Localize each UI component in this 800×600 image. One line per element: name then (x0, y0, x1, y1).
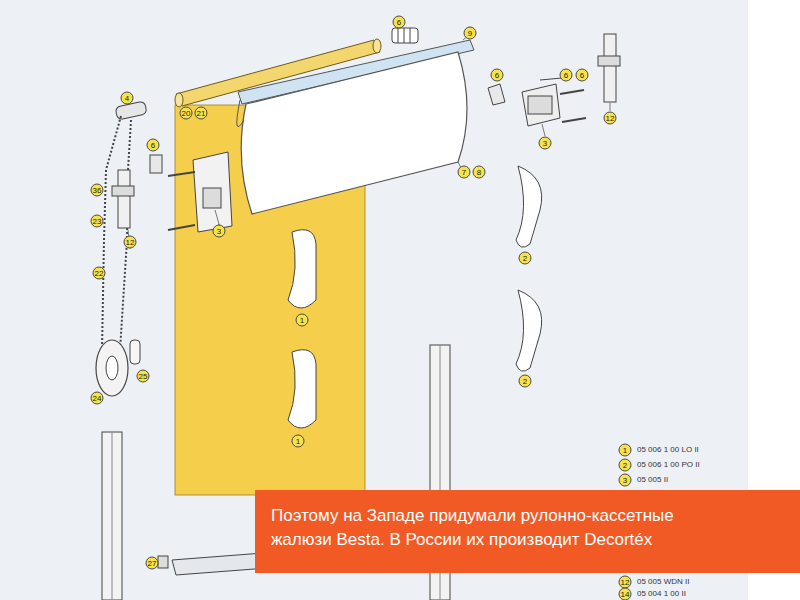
callout-number: 12 (124, 236, 137, 249)
callout-number: 23 (91, 215, 104, 228)
callout-number: 1 (296, 314, 309, 327)
callout-number: 2 (519, 375, 532, 388)
part-code: 05 005 II (637, 475, 668, 485)
callout-number: 3 (213, 225, 226, 238)
callout-number: 1 (619, 444, 632, 457)
part-code: 05 005 WDN II (637, 577, 689, 587)
part-code: 05 004 1 00 II (637, 589, 686, 599)
callout-number: 21 (195, 107, 208, 120)
callout-number: 4 (121, 92, 134, 105)
callout-number: 3 (539, 137, 552, 150)
callout-number: 2 (519, 252, 532, 265)
callout-number: 9 (464, 27, 477, 40)
callout-number: 6 (147, 139, 160, 152)
callout-number: 6 (576, 69, 589, 82)
banner-text: Поэтому на Западе придумали рулонно-касс… (271, 504, 731, 552)
callout-number: 20 (180, 107, 193, 120)
callout-number: 8 (473, 166, 486, 179)
callout-number: 6 (560, 69, 573, 82)
callout-number: 3 (619, 474, 632, 487)
callout-number: 6 (491, 69, 504, 82)
callout-number: 6 (393, 16, 406, 29)
part-code: 05 006 1 00 PO II (637, 460, 700, 470)
callout-number: 27 (146, 557, 159, 570)
callout-number: 7 (458, 166, 471, 179)
callout-number: 25 (137, 370, 150, 383)
callout-number: 1 (292, 435, 305, 448)
callout-number: 14 (619, 588, 632, 600)
callout-number: 2 (619, 459, 632, 472)
callout-number: 24 (91, 392, 104, 405)
part-code: 05 006 1 00 LO II (637, 445, 699, 455)
text-banner: Поэтому на Западе придумали рулонно-касс… (255, 490, 800, 573)
callout-number: 22 (93, 267, 106, 280)
callout-number: 36 (91, 184, 104, 197)
callout-number: 12 (604, 112, 617, 125)
